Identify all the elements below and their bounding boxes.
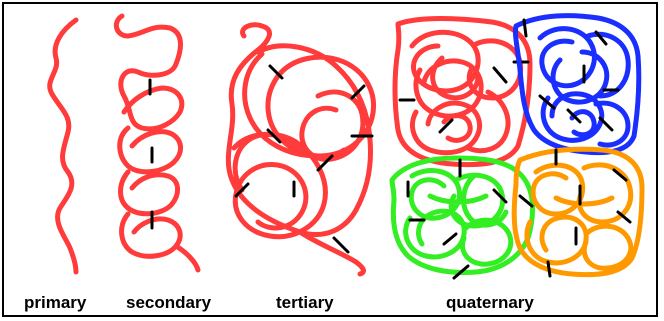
label-secondary: secondary (126, 293, 212, 312)
orange-subunit-strand (511, 146, 645, 278)
label-quaternary: quaternary (446, 293, 534, 312)
primary-strand (47, 17, 79, 275)
orange-subunit-bonds (518, 148, 632, 278)
bond (522, 18, 528, 38)
quaternary-subunit-blue (513, 13, 642, 156)
label-tertiary: tertiary (276, 293, 334, 312)
bond (350, 84, 366, 100)
label-primary: primary (24, 293, 87, 312)
secondary-strand (113, 13, 201, 273)
red-subunit-strand (392, 16, 533, 168)
bond (492, 66, 508, 84)
bond (234, 182, 250, 198)
blue-subunit-bonds (522, 18, 620, 132)
quaternary-subunit-red (392, 16, 533, 168)
bond (492, 188, 508, 204)
bond (616, 210, 632, 224)
bond (518, 194, 534, 208)
green-subunit-strand (389, 155, 536, 275)
quaternary-subunit-green (389, 155, 536, 280)
bond (438, 118, 454, 134)
bond (266, 128, 282, 144)
bond (316, 154, 334, 172)
tertiary-bonds (234, 64, 374, 254)
green-subunit-bonds (406, 158, 508, 280)
bond (332, 236, 350, 254)
tertiary-structure-fold (225, 22, 376, 277)
secondary-hydrogen-bonds (148, 78, 154, 230)
bond (268, 64, 284, 80)
quaternary-subunit-orange (511, 146, 645, 278)
bond (452, 264, 470, 280)
bond (612, 168, 628, 182)
bond (442, 232, 458, 246)
bond (598, 116, 614, 132)
primary-structure-chain (47, 17, 79, 275)
bond (546, 260, 552, 278)
secondary-structure-helix (113, 13, 201, 273)
bond (594, 30, 608, 46)
blue-subunit-strand (513, 13, 642, 156)
bond (566, 108, 582, 124)
bond (538, 94, 556, 110)
tertiary-strand (225, 22, 376, 277)
